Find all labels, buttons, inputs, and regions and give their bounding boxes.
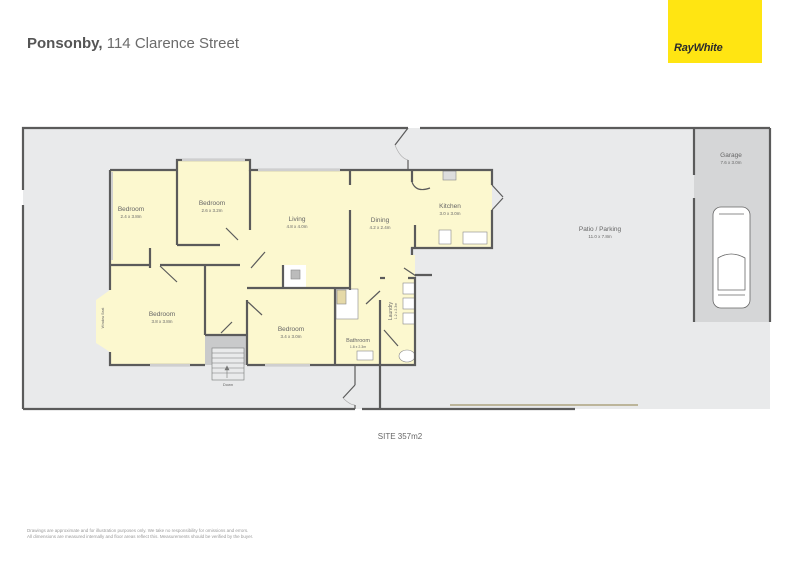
svg-text:11.0 x 7.8m: 11.0 x 7.8m (588, 234, 611, 239)
svg-text:Window Seat: Window Seat (101, 308, 105, 329)
svg-text:3.4 x 3.0m: 3.4 x 3.0m (280, 334, 301, 339)
svg-text:3.0 x 3.0m: 3.0 x 3.0m (439, 211, 460, 216)
room-labels: Bedroom 2.4 x 3.8m Bedroom 2.6 x 3.2m Li… (101, 152, 742, 387)
suburb-name: Ponsonby, (27, 35, 103, 52)
hatched-duct (336, 289, 347, 305)
svg-text:4.2 x 2.4m: 4.2 x 2.4m (369, 225, 390, 230)
svg-text:Laundry: Laundry (388, 301, 394, 320)
disclaimer-line-1: Drawings are approximate and for illustr… (27, 528, 249, 533)
stairs (211, 347, 245, 381)
svg-text:3.8 x 3.8m: 3.8 x 3.8m (151, 319, 172, 324)
svg-text:Bedroom: Bedroom (118, 206, 144, 213)
svg-text:Patio / Parking: Patio / Parking (579, 226, 622, 233)
disclaimer: Drawings are approximate and for illustr… (27, 528, 253, 540)
svg-text:Bathroom: Bathroom (346, 338, 370, 344)
car-icon (712, 206, 751, 309)
svg-text:Bedroom: Bedroom (199, 200, 225, 207)
dryer (402, 297, 416, 310)
toilet (398, 349, 416, 363)
svg-text:Bedroom: Bedroom (278, 326, 304, 333)
svg-text:Garage: Garage (720, 152, 742, 159)
raywhite-logo: RayWhite (668, 0, 762, 63)
svg-text:4.8 x 4.0m: 4.8 x 4.0m (286, 224, 307, 229)
svg-text:1.8 x 2.3m: 1.8 x 2.3m (350, 345, 366, 349)
cooktop (442, 170, 457, 181)
svg-text:Dining: Dining (371, 217, 390, 224)
disclaimer-line-2: All dimensions are measured internally a… (27, 534, 254, 539)
svg-text:7.6 x 3.0m: 7.6 x 3.0m (720, 160, 741, 165)
laundry-tub (402, 312, 416, 325)
svg-text:2.6 x 3.2m: 2.6 x 3.2m (201, 208, 222, 213)
sink (438, 229, 452, 245)
brand-name: RayWhite (674, 42, 723, 54)
site-area-label: SITE 357m2 (377, 432, 423, 441)
fixtures (284, 170, 488, 363)
svg-text:2.4 x 3.8m: 2.4 x 3.8m (120, 214, 141, 219)
vanity (356, 350, 374, 361)
svg-text:Kitchen: Kitchen (439, 203, 461, 210)
washer (402, 282, 416, 295)
walls (21, 126, 772, 411)
doors (159, 127, 504, 409)
windows (111, 159, 340, 366)
svg-text:Living: Living (289, 216, 306, 223)
street-address: 114 Clarence Street (106, 35, 240, 52)
svg-text:1.2 x 2.3m: 1.2 x 2.3m (394, 303, 398, 319)
page-title: Ponsonby, 114 Clarence Street (27, 35, 239, 52)
kitchen-bench (462, 231, 488, 245)
svg-text:Bedroom: Bedroom (149, 311, 175, 318)
svg-text:Down: Down (223, 382, 233, 387)
